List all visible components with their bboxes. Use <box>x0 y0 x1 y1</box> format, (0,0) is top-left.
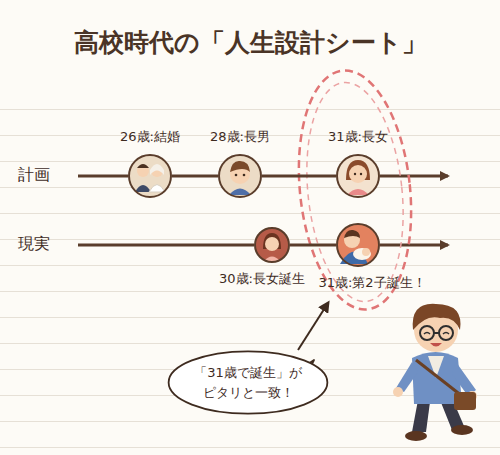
timeline-segment <box>290 244 336 247</box>
title: 高校時代の「人生設計シート」 <box>0 26 500 59</box>
timeline-segment <box>262 175 336 178</box>
event-label: 31歳:第2子誕生！ <box>318 274 425 292</box>
speech-bubble: 「31歳で誕生」が ピタリと一致！ <box>167 350 329 415</box>
event-label: 31歳:長女 <box>328 128 388 146</box>
bubble-line: 「31歳で誕生」が ピタリと一致！ <box>189 363 307 402</box>
event-label: 30歳:長女誕生 <box>219 270 305 288</box>
timeline-circle: 30歳:長女誕生 <box>254 227 290 263</box>
timeline-circle: 31歳:第2子誕生！ <box>336 223 380 267</box>
row-label: 現実 <box>18 234 50 255</box>
timeline-circle: 31歳:長女 <box>336 154 380 198</box>
row-label: 計画 <box>18 165 50 186</box>
bubble-outline <box>167 350 329 415</box>
event-label: 28歳:長男 <box>210 128 270 146</box>
timeline-circle: 28歳:長男 <box>218 154 262 198</box>
event-label: 26歳:結婚 <box>120 128 180 146</box>
timeline-circle: 26歳:結婚 <box>128 154 172 198</box>
timeline-segment <box>172 175 218 178</box>
bubble-text: 「31歳で誕生」が ピタリと一致！ <box>189 363 307 402</box>
